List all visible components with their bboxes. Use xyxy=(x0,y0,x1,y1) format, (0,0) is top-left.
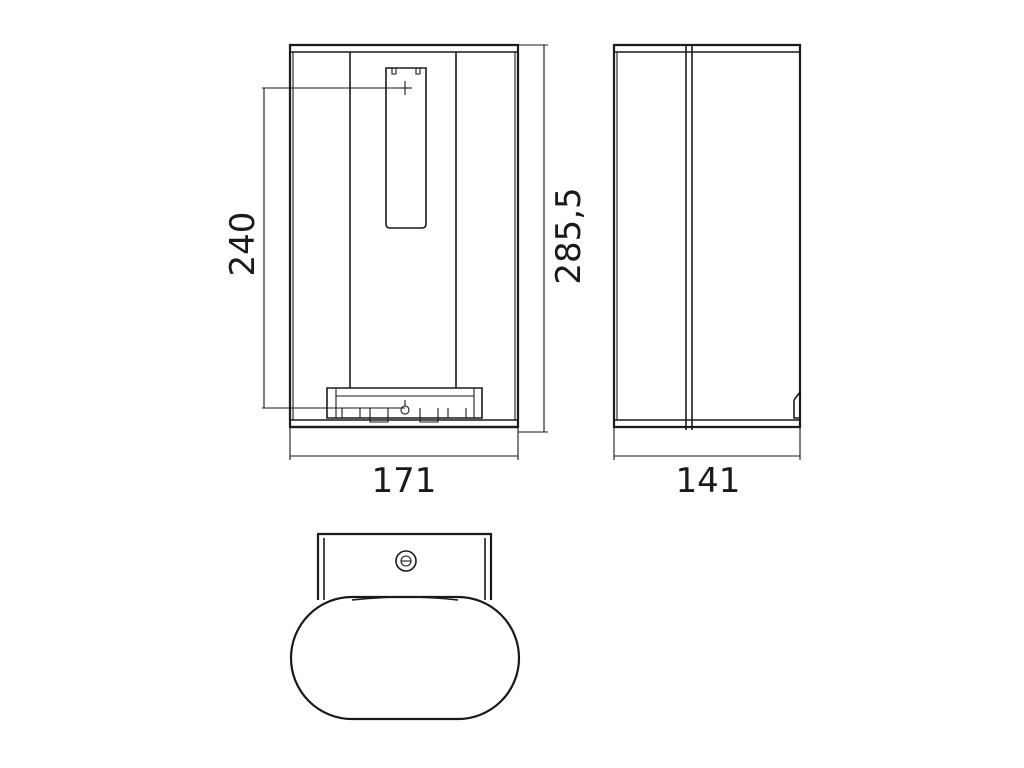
side-body-outline xyxy=(612,43,802,429)
front-body-outline xyxy=(288,43,520,429)
dim-overall-height: 285,5 xyxy=(518,44,589,433)
top-oval-body xyxy=(289,595,521,721)
top-wall-bracket xyxy=(316,532,493,600)
front-slot-window xyxy=(385,67,427,229)
front-base-tabs xyxy=(341,408,467,423)
side-bottom-lip xyxy=(793,391,801,419)
dim-285-label: 285,5 xyxy=(549,187,589,284)
top-view xyxy=(289,532,521,721)
front-slot-notches xyxy=(391,68,421,75)
top-screw-head xyxy=(395,550,417,572)
top-oval-highlight xyxy=(351,596,459,601)
dim-mount-spacing: 240 xyxy=(223,87,405,409)
dim-side-depth: 141 xyxy=(613,427,801,501)
dim-240-label: 240 xyxy=(223,212,263,277)
bottom-mount-screw xyxy=(400,405,410,415)
dim-front-width: 171 xyxy=(289,427,519,501)
dim-171-label: 171 xyxy=(372,461,437,501)
front-view xyxy=(288,43,520,429)
dim-141-label: 141 xyxy=(676,461,741,501)
side-view xyxy=(612,43,802,430)
